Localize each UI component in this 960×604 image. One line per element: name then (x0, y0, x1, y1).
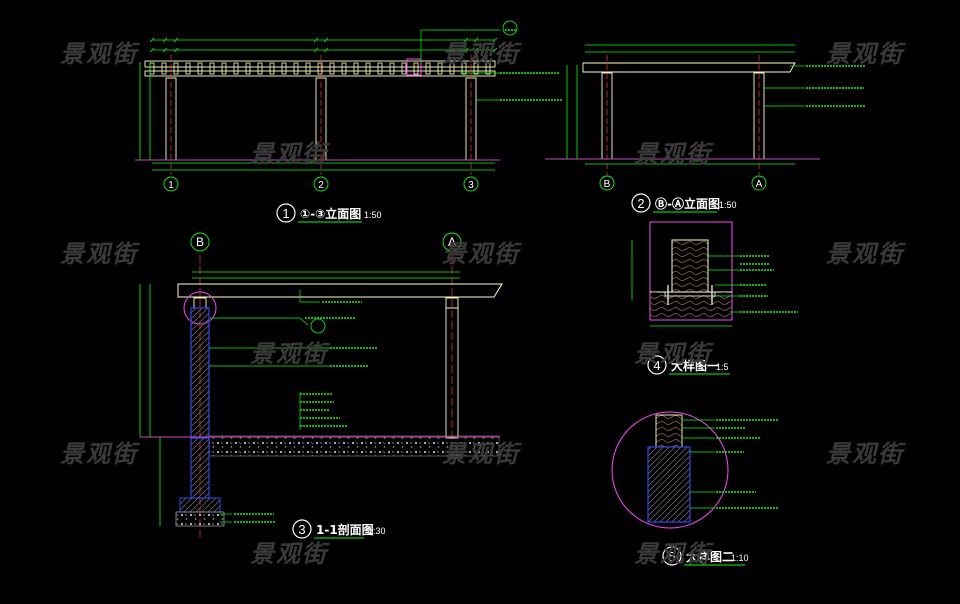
cad-stroke (257, 62, 263, 75)
cad-stroke (492, 37, 498, 43)
cad-stroke (461, 62, 467, 75)
cad-stroke (463, 37, 469, 43)
cad-stroke (149, 37, 155, 43)
view-title-text: 大样图一 (671, 358, 719, 373)
cad-stroke (313, 37, 319, 43)
view-title-3: 3 1-1剖面图 1:30 (292, 519, 386, 539)
cad-stroke (323, 47, 329, 53)
grid-bubble-2: 2 (313, 176, 329, 192)
elevation-1-3-view (135, 20, 562, 175)
view-number: 1 (282, 206, 289, 221)
cad-stroke (162, 47, 168, 53)
grid-bubble-a: A (751, 175, 767, 191)
grid-bubble-label: 2 (318, 180, 324, 191)
cad-stroke (329, 62, 335, 75)
detail-2-view (611, 411, 778, 529)
cad-stroke (313, 47, 319, 53)
cad-stroke (473, 47, 479, 53)
cad-stroke (221, 62, 227, 75)
grid-bubble-1: 1 (163, 176, 179, 192)
view-title-text: ①-③立面图 (300, 206, 361, 221)
grid-bubble-label: B (196, 235, 204, 249)
cad-stroke (341, 62, 347, 75)
grid-bubble-b: B (599, 175, 615, 191)
cad-stroke (149, 62, 155, 75)
cad-stroke (162, 37, 168, 43)
cad-stroke (281, 62, 287, 75)
view-title-2: 2 Ⓑ-Ⓐ立面图 1:50 (631, 193, 737, 213)
cad-stroke (425, 62, 431, 75)
grid-bubble-label: 1 (168, 180, 174, 191)
view-number: 4 (653, 358, 660, 373)
cad-stroke (149, 47, 155, 53)
cad-stroke (473, 62, 479, 75)
grid-bubble-label: 3 (468, 180, 474, 191)
view-number: 5 (668, 549, 675, 564)
cad-stroke (233, 62, 239, 75)
cad-stroke (323, 37, 329, 43)
cad-stroke (173, 47, 179, 53)
view-number: 2 (637, 196, 644, 211)
cad-stroke (437, 62, 443, 75)
section-grid-bubble-a: A (442, 232, 462, 252)
cad-stroke (245, 62, 251, 75)
view-scale: 1:50 (719, 200, 737, 210)
grid-bubble-label: A (756, 179, 763, 190)
cad-stroke (173, 37, 179, 43)
cad-stroke (473, 37, 479, 43)
cad-stroke (449, 62, 455, 75)
view-title-text: Ⓑ-Ⓐ立面图 (655, 196, 720, 211)
grid-bubble-3: 3 (463, 176, 479, 192)
grid-bubble-label: A (448, 235, 456, 249)
grid-bubble-label: B (604, 179, 611, 190)
elevation-b-a-view (545, 44, 866, 175)
cad-stroke (269, 62, 275, 75)
view-number: 3 (298, 522, 305, 537)
view-title-text: 1-1剖面图 (316, 522, 374, 537)
view-title-text: 大样图二 (686, 549, 734, 564)
cad-stroke (185, 62, 191, 75)
view-scale: 1:30 (368, 526, 386, 536)
view-scale: 1:5 (716, 362, 729, 372)
cad-stroke (353, 62, 359, 75)
cad-stroke (492, 47, 498, 53)
cad-stroke (413, 62, 419, 75)
detail-1-view (631, 221, 798, 327)
section-1-1-view (139, 255, 503, 540)
view-title-5: 5 大样图二 1:10 (662, 546, 749, 566)
cad-stroke (377, 62, 383, 75)
cad-stroke (293, 62, 299, 75)
cad-stroke (161, 62, 167, 75)
view-title-1: 1 ①-③立面图 1:50 (276, 203, 382, 223)
view-scale: 1:50 (364, 210, 382, 220)
view-scale: 1:10 (731, 553, 749, 563)
cad-stroke (389, 62, 395, 75)
cad-stroke (305, 62, 311, 75)
cad-stroke (209, 62, 215, 75)
cad-stroke (401, 62, 407, 75)
cad-stroke (173, 62, 179, 75)
cad-stroke (197, 62, 203, 75)
cad-stroke (463, 47, 469, 53)
view-title-4: 4 大样图一 1:5 (647, 355, 730, 375)
section-grid-bubble-b: B (190, 232, 210, 252)
cad-stroke (317, 62, 323, 75)
cad-stroke (485, 62, 491, 75)
cad-stroke (365, 62, 371, 75)
